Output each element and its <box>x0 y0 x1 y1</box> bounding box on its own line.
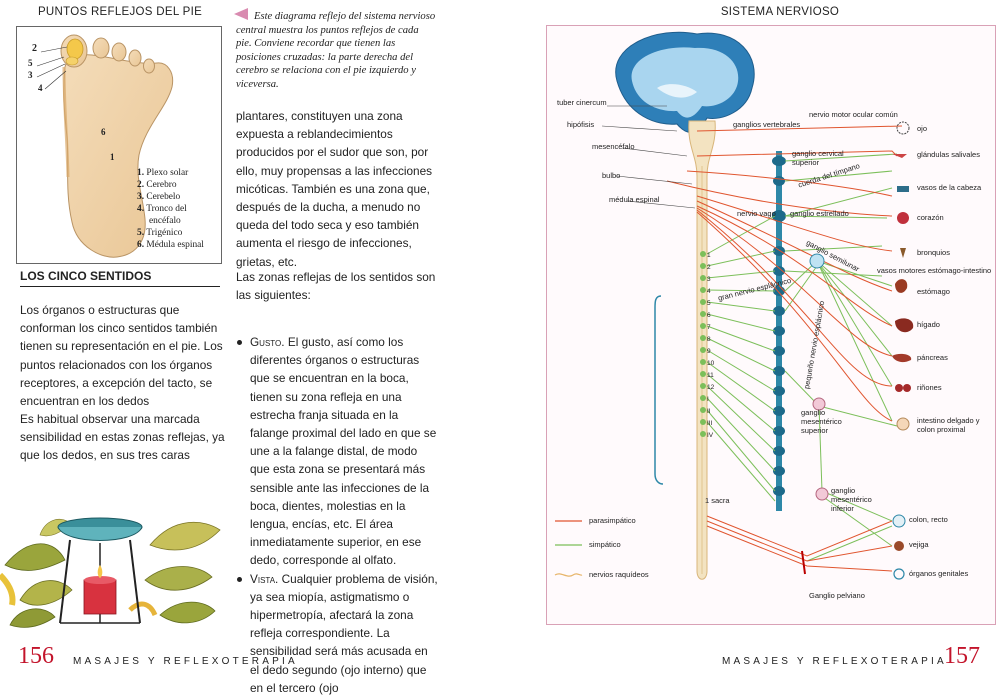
label-nervio-motor: nervio motor ocular común <box>809 110 898 119</box>
list-item: Vista. Cualquier problema de visión, ya … <box>236 570 440 697</box>
legend-simpatico: simpático <box>589 540 621 549</box>
label-bulbo: bulbo <box>602 171 621 180</box>
label-ganglio-estrellado: ganglio estrellado <box>790 209 849 218</box>
label-glandulas: glándulas salivales <box>917 150 980 159</box>
foot-legend-item: 3. Cerebelo <box>137 192 181 202</box>
legend-parasimpatico: parasimpático <box>589 516 636 525</box>
label-mesencefalo: mesencéfalo <box>592 142 635 151</box>
section-title: LOS CINCO SENTIDOS <box>20 269 152 283</box>
foot-number: 5 <box>28 58 33 68</box>
oil-burner-illustration <box>0 505 226 630</box>
foot-legend-item: encéfalo <box>149 216 181 226</box>
senses-list: Gusto. El gusto, así como los diferentes… <box>236 333 440 697</box>
label-pancreas: páncreas <box>917 353 948 362</box>
foot-legend-item: 1. Plexo solar <box>137 168 189 178</box>
paragraph: plantares, constituyen una zona expuesta… <box>236 109 433 269</box>
legend-nervios-raquideos: nervios raquídeos <box>589 570 649 579</box>
label-vasos-cabeza: vasos de la cabeza <box>917 183 982 192</box>
foot-legend-item: 5. Trigénico <box>137 228 183 238</box>
list-item-term: Gusto. <box>250 335 285 349</box>
label-tuber-cinercum: tuber cinercum <box>557 98 607 107</box>
list-item-text: Cualquier problema de visión, ya sea mio… <box>250 571 438 695</box>
running-head-right: MASAJES Y REFLEXOTERAPIA <box>722 656 947 667</box>
list-item-text: El gusto, así como los diferentes órgano… <box>250 335 437 568</box>
label-organos-genitales: órganos genitales <box>909 569 969 578</box>
label-colon-recto: colon, recto <box>909 515 948 524</box>
paragraph: Es habitual observar una marcada sensibi… <box>20 412 225 463</box>
label-ojo: ojo <box>917 124 928 133</box>
foot-number: 2 <box>32 43 37 54</box>
nervous-system-drawing <box>554 31 914 580</box>
foot-number: 3 <box>28 70 33 80</box>
figure-caption: Este diagrama reflejo del sistema nervio… <box>236 11 436 90</box>
label-nervio-vago: nervio vago <box>737 209 776 218</box>
foot-legend-item: 2. Cerebro <box>137 180 177 190</box>
label-ganglios-vertebrales: ganglios vertebrales <box>733 120 801 129</box>
paragraph: Las zonas reflejas de los sentidos son l… <box>236 270 436 303</box>
foot-legend: 1. Plexo solar 2. Cerebro 3. Cerebelo 4.… <box>137 167 217 251</box>
label-hipofisis: hipófisis <box>567 120 595 129</box>
foot-legend-item: 6. Médula espinal <box>137 240 204 250</box>
foot-number: 1 <box>110 152 115 162</box>
label-vejiga: vejiga <box>909 540 929 549</box>
section-rule <box>20 286 220 287</box>
foot-legend-item: 4. Tronco del <box>137 204 187 214</box>
label-bronquios: bronquios <box>917 248 950 257</box>
foot-drawing <box>36 34 174 258</box>
nervous-system-title: SISTEMA NERVIOSO <box>720 6 840 18</box>
label-estomago: estómago <box>917 287 950 296</box>
label-vasos-motores: vasos motores estómago-intestino <box>877 266 992 275</box>
foot-number: 4 <box>38 83 43 93</box>
nervous-system-diagram: tuber cinercum hipófisis mesencéfalo bul… <box>546 25 996 625</box>
label-medula-espinal: médula espinal <box>609 195 660 204</box>
label-corazon: corazón <box>917 213 944 222</box>
foot-number: 6 <box>101 127 106 137</box>
label-ganglio-pelviano: Ganglio pelviano <box>809 591 865 600</box>
label-sacra: 1 sacra <box>705 496 730 505</box>
foot-illustration <box>16 26 222 264</box>
running-head-left: MASAJES Y REFLEXOTERAPIA <box>73 656 298 667</box>
list-item: Gusto. El gusto, así como los diferentes… <box>236 333 440 570</box>
label-higado: hígado <box>917 320 940 329</box>
list-item-term: Vista. <box>250 571 279 586</box>
still-life-drawing <box>0 517 221 628</box>
page-number-left: 156 <box>18 643 54 669</box>
page-number-right: 157 <box>944 643 980 669</box>
caption-arrow-icon <box>234 8 248 20</box>
label-rinones: riñones <box>917 383 942 392</box>
paragraph: Los órganos o estructuras que conforman … <box>20 303 223 409</box>
foot-figure-title: PUNTOS REFLEJOS DEL PIE <box>37 6 203 18</box>
